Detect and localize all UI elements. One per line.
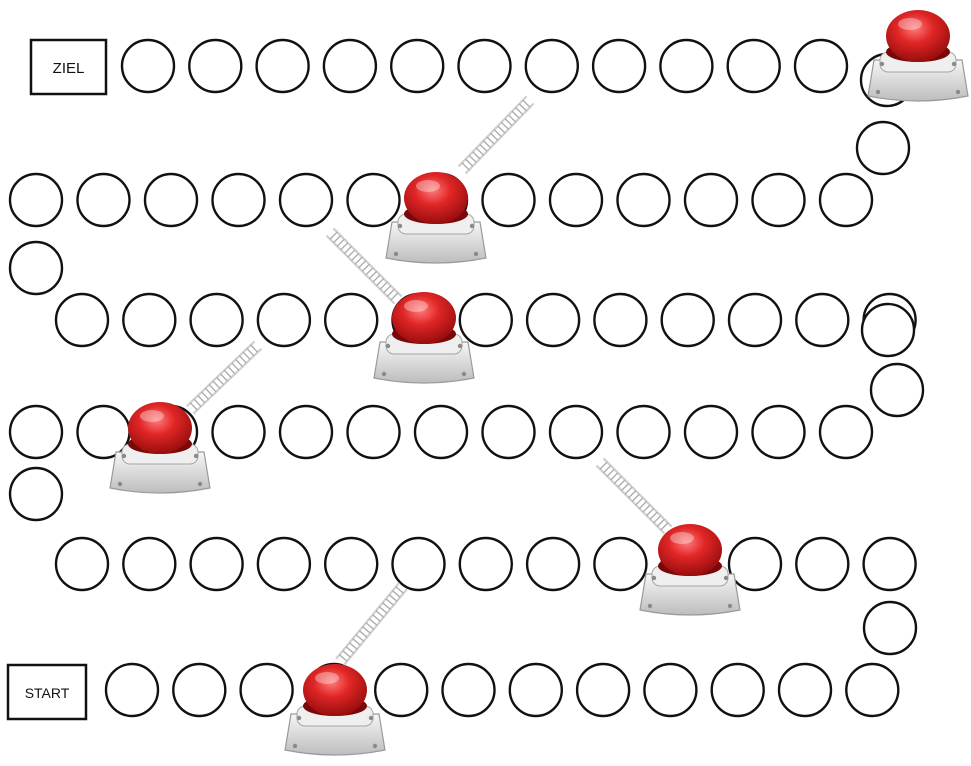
- board-space: [525, 536, 581, 592]
- board-space: [751, 404, 806, 460]
- ladder-icon: [185, 340, 263, 415]
- red-push-button-icon: [284, 664, 386, 756]
- red-buttons: [109, 10, 969, 756]
- board-space: [616, 404, 671, 460]
- red-push-button-icon: [867, 10, 969, 102]
- board-space: [481, 404, 536, 460]
- board-space: [172, 662, 227, 718]
- board-space: [862, 600, 918, 656]
- board-space: [862, 536, 917, 592]
- board-space: [508, 662, 563, 718]
- red-push-button-icon: [639, 524, 741, 616]
- board-space: [8, 172, 64, 228]
- board-space: [683, 404, 739, 460]
- board-space: [727, 292, 783, 348]
- board-space: [239, 662, 294, 718]
- board-space: [793, 38, 849, 94]
- board-space: [524, 38, 579, 94]
- start-box: START: [6, 663, 88, 721]
- red-push-button-icon: [109, 402, 211, 494]
- board-space: [54, 292, 110, 348]
- board-space: [795, 292, 850, 348]
- board-space: [616, 172, 671, 228]
- board-space: [683, 172, 739, 228]
- board-space: [104, 662, 160, 718]
- board-space: [346, 172, 401, 228]
- board-space: [457, 38, 512, 94]
- board-space: [659, 38, 714, 94]
- board-space: [548, 404, 604, 460]
- board-space: [591, 38, 647, 94]
- board-space: [8, 404, 64, 460]
- board-space: [211, 404, 266, 460]
- board-space: [324, 536, 379, 592]
- board-space: [324, 292, 379, 348]
- board-space: [8, 240, 64, 296]
- board-space: [8, 466, 64, 522]
- board-space: [726, 38, 781, 94]
- board-space: [143, 172, 199, 228]
- ladder-icon: [325, 227, 403, 305]
- board-space: [855, 120, 911, 176]
- board-space: [458, 536, 513, 592]
- board-space: [845, 662, 900, 718]
- start-label: START: [25, 685, 70, 701]
- board-space: [575, 662, 631, 718]
- board-space: [413, 404, 469, 460]
- board-space: [188, 38, 243, 94]
- board-space: [860, 302, 916, 358]
- red-push-button-icon: [373, 292, 475, 384]
- board-space: [278, 172, 334, 228]
- board-space: [458, 292, 513, 348]
- board-space: [751, 172, 806, 228]
- board-space: [710, 662, 765, 718]
- board-space: [256, 536, 312, 592]
- board-spaces: [8, 38, 925, 718]
- board-space: [391, 536, 446, 592]
- board-space: [818, 404, 874, 460]
- board-space: [122, 292, 177, 348]
- board-space: [256, 292, 312, 348]
- board-space: [122, 536, 177, 592]
- ladders: [185, 95, 673, 666]
- board-space: [441, 662, 496, 718]
- board-space: [727, 536, 783, 592]
- board-space: [346, 404, 401, 460]
- goal-label: ZIEL: [53, 60, 85, 77]
- board-space: [643, 662, 698, 718]
- board-space: [189, 536, 244, 592]
- board-space: [593, 536, 648, 592]
- board-space: [322, 38, 378, 94]
- board-space: [795, 536, 850, 592]
- board-space: [374, 662, 429, 718]
- board-space: [120, 38, 176, 94]
- board-space: [390, 38, 445, 94]
- red-push-button-icon: [385, 172, 487, 264]
- board-space: [481, 172, 536, 228]
- board-space: [593, 292, 648, 348]
- board-space: [660, 292, 715, 348]
- ladder-icon: [457, 95, 535, 175]
- board-space: [54, 536, 110, 592]
- board-space: [777, 662, 833, 718]
- ladder-icon: [595, 457, 673, 535]
- board-space: [76, 172, 131, 228]
- ladder-icon: [335, 582, 408, 666]
- board-space: [278, 404, 334, 460]
- board-space: [869, 362, 925, 418]
- board-space: [255, 38, 310, 94]
- board-space: [211, 172, 266, 228]
- goal-box: ZIEL: [29, 38, 108, 96]
- board-space: [818, 172, 874, 228]
- board-space: [189, 292, 244, 348]
- board-space: [525, 292, 581, 348]
- board-space: [548, 172, 604, 228]
